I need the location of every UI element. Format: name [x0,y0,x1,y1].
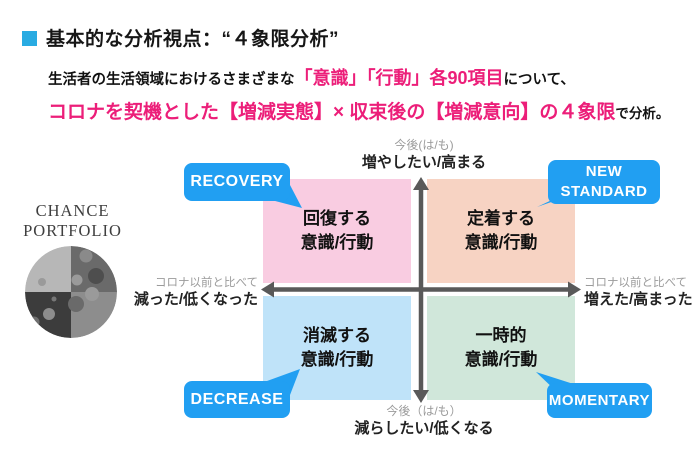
logo-line-2: PORTFOLIO [23,221,122,241]
momentary-badge: MOMENTARY [547,383,652,418]
quadrant-momentary-text: 一時的 意識/行動 [464,326,538,369]
intro-line-1: 生活者の生活領域におけるさまざまな 「意識」「行動」各90項目 について、 [48,64,669,90]
new-standard-badge: NEW STANDARD [548,160,660,204]
intro-highlight: コロナを契機とした【増減実態】× 収束後の【増減意向】の４象限 [48,102,616,123]
header: 基本的な分析視点：“４象限分析” [22,24,339,51]
decrease-badge: DECREASE [184,381,290,418]
logo-wordmark: CHANCE PORTFOLIO [7,201,138,241]
intro-text: で分析。 [615,106,670,121]
logo-globe-icon [25,246,117,338]
intro-paragraph: 生活者の生活領域におけるさまざまな 「意識」「行動」各90項目 について、 コロ… [48,64,669,124]
recovery-badge: RECOVERY [184,163,290,201]
quadrant-recovery-text: 回復する 意識/行動 [300,209,374,252]
intro-line-2: コロナを契機とした【増減実態】× 収束後の【増減意向】の４象限 で分析。 [48,97,669,124]
intro-text: 生活者の生活領域におけるさまざまな [48,72,295,88]
title-bullet-square [22,30,37,46]
quadrant-new-standard-text: 定着する 意識/行動 [464,209,538,252]
intro-highlight: 「意識」「行動」各90項目 [294,68,504,88]
page-title: 基本的な分析視点：“４象限分析” [46,29,340,50]
axis-label-right: コロナ以前と比べて 増えた/高まった [584,277,693,309]
logo-line-1: CHANCE [35,201,110,220]
axis-label-left: コロナ以前と比べて 減った/低くなった [133,277,258,309]
quadrant-decrease-text: 消滅する 意識/行動 [300,326,374,369]
axis-label-top: 今後(は/も) 増やしたい/高まる [361,138,487,171]
axis-label-bottom: 今後（は/も） 減らしたい/低くなる [354,404,494,437]
intro-text: について、 [503,72,575,88]
